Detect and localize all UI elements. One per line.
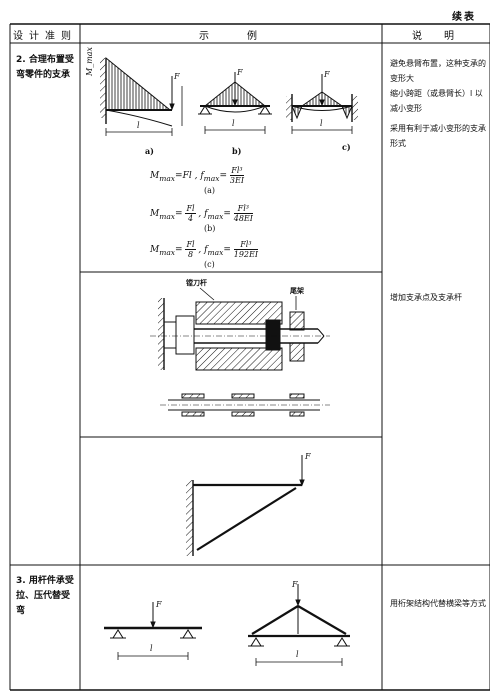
formula-a-tag: (a) [204, 186, 216, 195]
header-example: 示 例 [199, 31, 263, 42]
note-support-form: 采用有利于减小变形的支承形式 [390, 124, 486, 148]
span-label-row3-truss: l [296, 650, 299, 659]
label-boring-bar: 镗刀杆 [186, 279, 207, 287]
criterion-3: 3. 用杆件承受拉、压代替受弯 [16, 576, 74, 616]
continued-label: 续表 [452, 12, 476, 23]
header-description: 说 明 [412, 31, 460, 42]
caption-a: a) [145, 146, 154, 156]
load-label-row3-beam: F [156, 600, 162, 609]
header-criterion: 设计准则 [13, 31, 77, 42]
caption-b: b) [232, 146, 242, 156]
formula-c-tag: (c) [204, 260, 215, 269]
note-reduce-span: 缩小跨距（或悬臂长）l 以减小变形 [390, 89, 483, 113]
caption-c: c) [342, 142, 351, 152]
load-label-bracket: F [305, 452, 311, 461]
note-avoid-cantilever: 避免悬臂布置，这种支承的变形大 [390, 59, 486, 83]
formula-b-tag: (b) [204, 224, 216, 233]
label-tailstock: 尾架 [290, 287, 304, 295]
note-truss: 用桁架结构代替横梁等方式 [390, 599, 486, 608]
note-add-supports: 增加支承点及支承杆 [390, 293, 462, 302]
load-label-c: F [324, 70, 330, 79]
span-label-row3-beam: l [150, 644, 153, 653]
load-label-a: F [174, 72, 180, 81]
span-label-b: l [232, 119, 235, 128]
load-label-b: F [237, 68, 243, 77]
span-label-a: l [137, 121, 140, 130]
load-label-row3-truss: F [292, 580, 298, 589]
criterion-2: 2. 合理布置受弯零件的支承 [16, 55, 74, 80]
span-label-c: l [320, 119, 323, 128]
